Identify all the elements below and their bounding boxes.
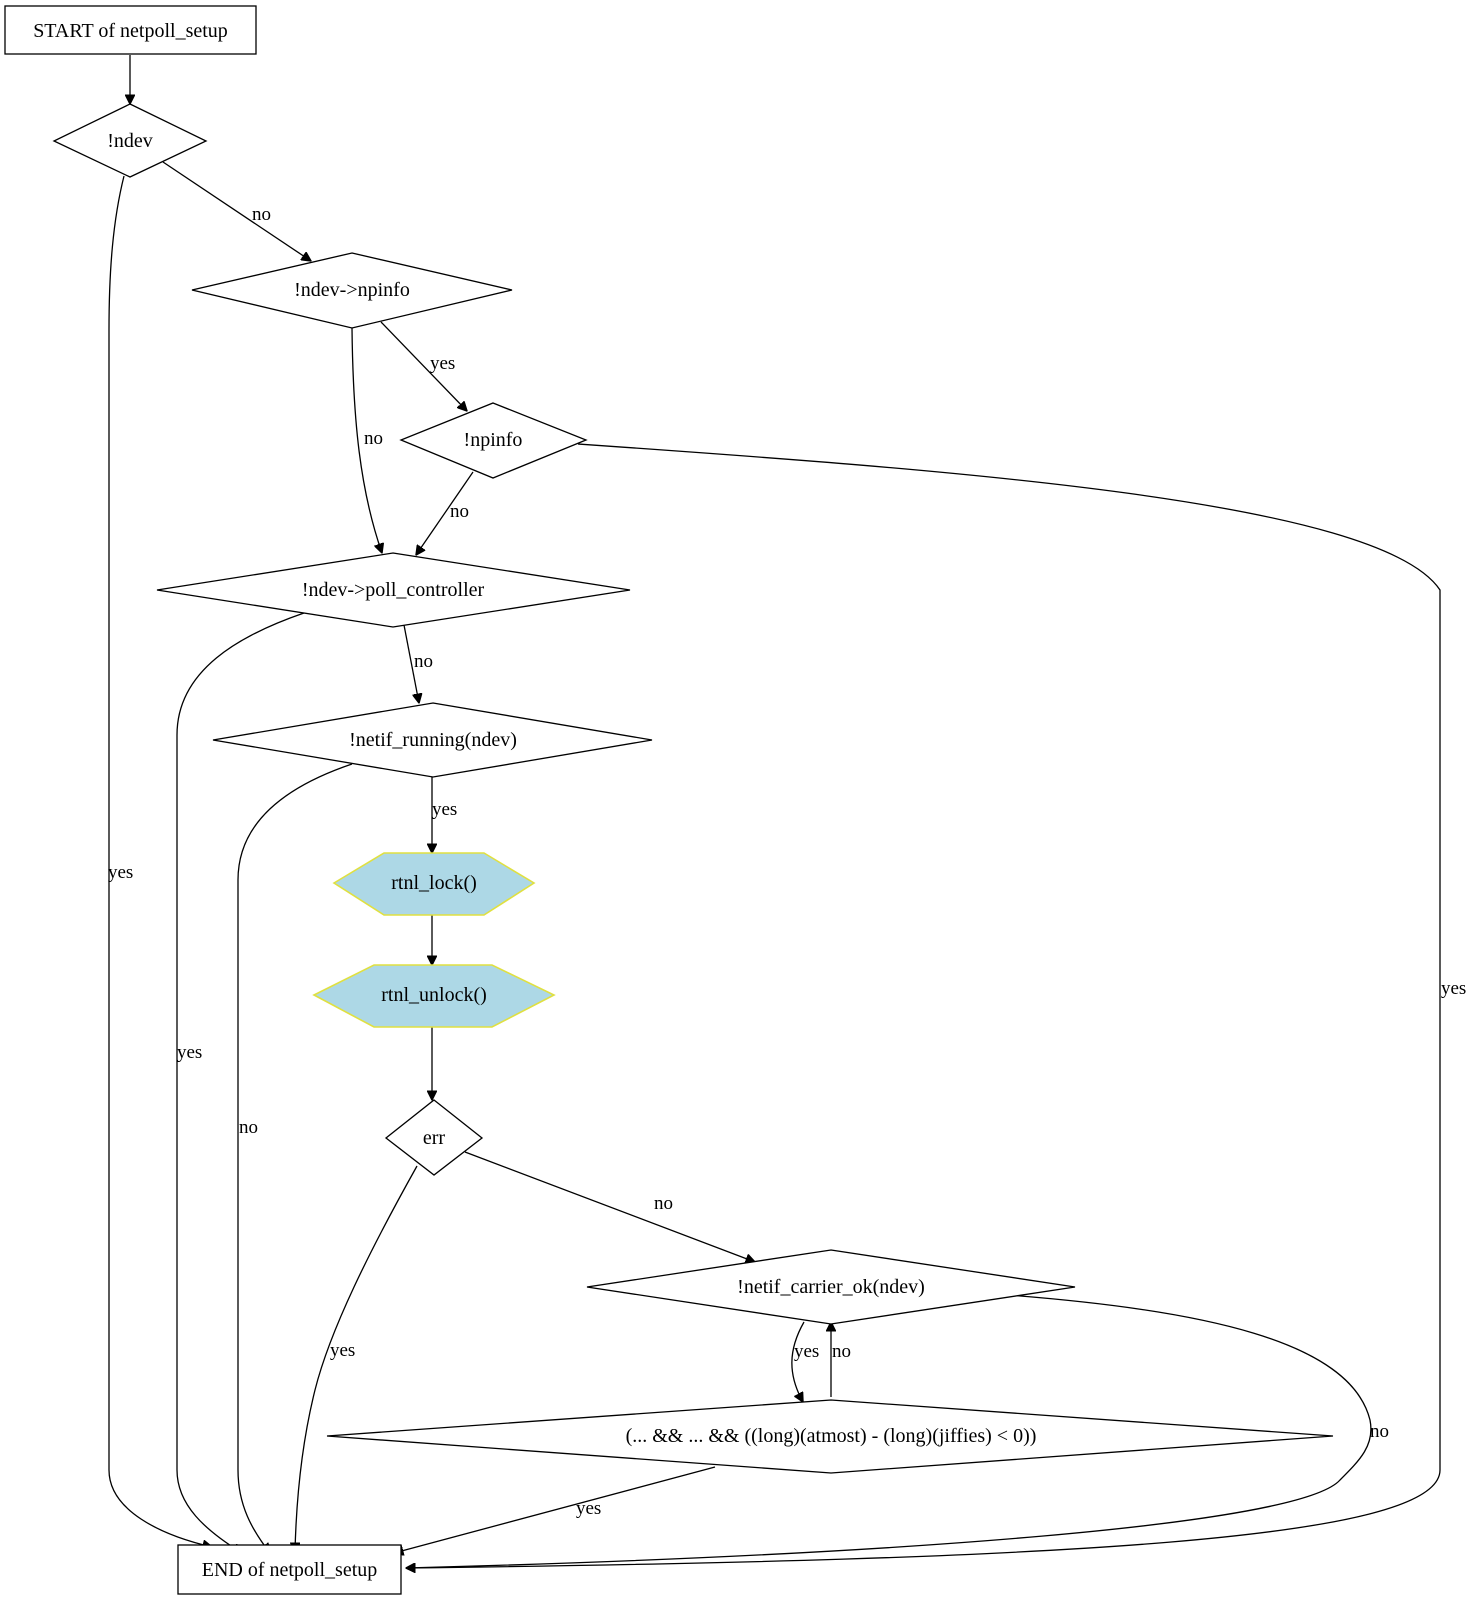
edge-label-loop-no: no — [832, 1341, 851, 1362]
decision-npinfo-label: !npinfo — [464, 429, 523, 451]
function-rtnl-unlock-label: rtnl_unlock() — [381, 984, 487, 1006]
edge-label-netif-running-no: no — [239, 1117, 258, 1138]
edge-poll-controller-yes — [176, 612, 305, 1553]
edge-label-ndev-no: no — [252, 204, 271, 225]
decision-npinfo: !npinfo — [399, 402, 588, 479]
nodes: START of netpoll_setup !ndev !ndev->npin… — [4, 5, 1334, 1595]
decision-poll-controller-label: !ndev->poll_controller — [302, 579, 485, 601]
decision-netif-running-label: !netif_running(ndev) — [349, 729, 517, 751]
edge-netif-running-no — [237, 763, 353, 1553]
edge-carrier-yes — [791, 1321, 805, 1402]
edge-npinfo-check-yes — [380, 321, 467, 411]
edge-label-ndev-yes: yes — [108, 862, 133, 883]
edge-label-netif-running-yes: yes — [432, 799, 457, 820]
edge-label-err-no: no — [654, 1193, 673, 1214]
edge-err-no — [464, 1151, 755, 1262]
edge-ndev-no — [162, 161, 311, 261]
start-node-label: START of netpoll_setup — [33, 20, 228, 42]
edge-poll-controller-no — [403, 624, 419, 703]
edge-npinfo-no — [416, 471, 474, 555]
decision-carrier-ok: !netif_carrier_ok(ndev) — [586, 1249, 1076, 1325]
function-rtnl-lock: rtnl_lock() — [332, 852, 536, 916]
end-node-label: END of netpoll_setup — [202, 1559, 378, 1581]
edge-npinfo-yes — [406, 443, 1441, 1568]
decision-poll-controller: !ndev->poll_controller — [156, 552, 631, 628]
decision-netif-running: !netif_running(ndev) — [212, 702, 653, 778]
decision-loop-condition: (... && ... && ((long)(atmost) - (long)(… — [326, 1399, 1334, 1474]
decision-ndev: !ndev — [52, 103, 208, 178]
function-rtnl-unlock: rtnl_unlock() — [312, 964, 556, 1028]
edges: no yes yes no no yes no yes yes no — [108, 55, 1466, 1568]
edge-label-npinfo-check-no: no — [364, 428, 383, 449]
decision-err: err — [384, 1099, 484, 1176]
start-node: START of netpoll_setup — [4, 5, 257, 55]
decision-loop-condition-label: (... && ... && ((long)(atmost) - (long)(… — [626, 1425, 1037, 1447]
edge-label-npinfo-check-yes: yes — [430, 353, 455, 374]
edge-label-carrier-no: no — [1370, 1421, 1389, 1442]
edge-ndev-yes — [108, 175, 212, 1547]
decision-ndev-npinfo: !ndev->npinfo — [191, 252, 513, 329]
decision-ndev-npinfo-label: !ndev->npinfo — [294, 279, 410, 301]
edge-loop-yes — [394, 1466, 716, 1553]
edge-label-npinfo-yes: yes — [1441, 978, 1466, 999]
edge-label-npinfo-no: no — [450, 501, 469, 522]
edge-label-poll-controller-yes: yes — [177, 1042, 202, 1063]
decision-carrier-ok-label: !netif_carrier_ok(ndev) — [737, 1276, 925, 1298]
edge-carrier-no — [406, 1294, 1372, 1568]
decision-ndev-label: !ndev — [107, 130, 153, 152]
edge-label-carrier-yes: yes — [794, 1341, 819, 1362]
edge-label-err-yes: yes — [330, 1340, 355, 1361]
edge-err-yes — [295, 1165, 418, 1552]
edge-npinfo-check-no — [351, 327, 382, 553]
end-node: END of netpoll_setup — [177, 1544, 402, 1595]
edge-label-loop-yes: yes — [576, 1498, 601, 1519]
function-rtnl-lock-label: rtnl_lock() — [391, 872, 477, 894]
edge-label-poll-controller-no: no — [414, 651, 433, 672]
decision-err-label: err — [423, 1127, 446, 1149]
